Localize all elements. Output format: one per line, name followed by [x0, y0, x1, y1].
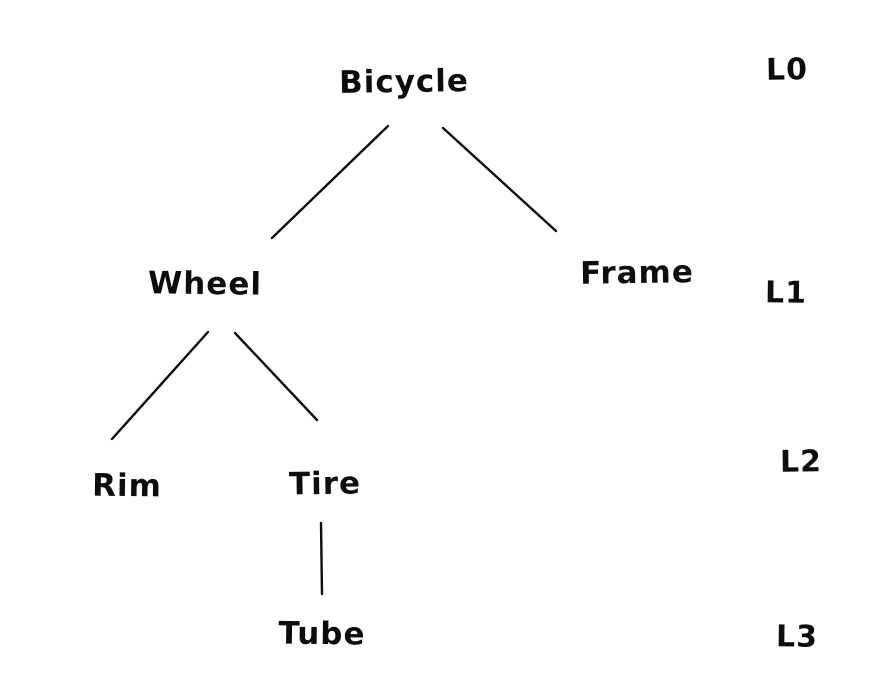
level-label-l2: L2: [779, 444, 823, 480]
edge-tire-tube: [319, 521, 324, 596]
edge-bicycle-frame: [441, 126, 558, 233]
edge-wheel-tire: [233, 331, 319, 422]
node-rim: Rim: [91, 467, 163, 505]
node-frame: Frame: [579, 254, 695, 292]
node-tire: Tire: [288, 465, 362, 503]
node-wheel: Wheel: [147, 265, 263, 303]
level-label-l1: L1: [764, 275, 808, 311]
node-bicycle: Bicycle: [338, 63, 470, 101]
level-label-l3: L3: [775, 619, 819, 655]
edge-bicycle-wheel: [270, 124, 390, 240]
node-tube: Tube: [278, 615, 366, 653]
level-label-l0: L0: [765, 52, 809, 88]
edge-wheel-rim: [110, 330, 210, 441]
